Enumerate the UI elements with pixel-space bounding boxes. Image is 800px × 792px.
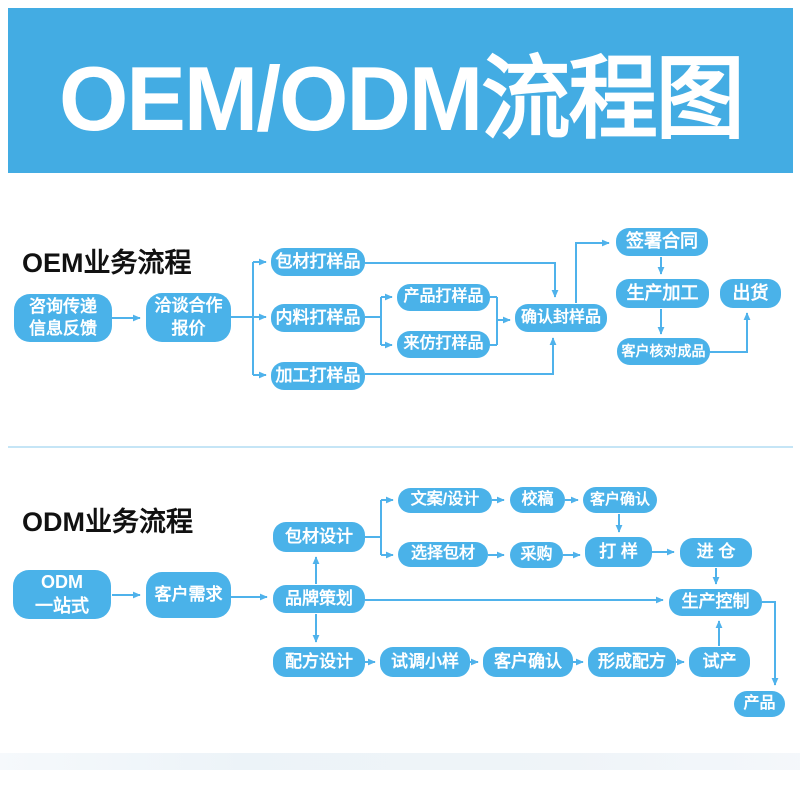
node-warehousing: 进 仓: [680, 538, 752, 567]
node-odm-one-stop: ODM 一站式: [13, 570, 111, 619]
node-customer-needs: 客户需求: [146, 572, 231, 618]
node-processing-sample: 加工打样品: [271, 362, 365, 390]
node-sampling: 打 样: [585, 537, 652, 567]
node-product: 产品: [734, 691, 785, 717]
node-negotiate-quote: 洽谈合作 报价: [146, 293, 231, 342]
node-trial-production: 试产: [689, 647, 750, 677]
node-sign-contract: 签署合同: [616, 228, 708, 256]
node-customer-confirm-bottom: 客户确认: [483, 647, 573, 677]
node-proofreading: 校稿: [510, 487, 565, 513]
footer-watermark-band: [0, 753, 800, 770]
node-consult-feedback: 咨询传递 信息反馈: [14, 294, 112, 342]
odm-section-title: ODM业务流程: [22, 507, 193, 537]
node-product-sample: 产品打样品: [397, 284, 490, 311]
node-customer-confirm-top: 客户确认: [583, 487, 657, 513]
section-divider: [8, 446, 793, 448]
node-packaging-sample: 包材打样品: [271, 248, 365, 276]
node-select-packaging: 选择包材: [398, 542, 488, 567]
node-production-processing: 生产加工: [616, 279, 709, 308]
node-shipment: 出货: [720, 279, 781, 308]
node-copy-design: 文案/设计: [398, 488, 492, 513]
node-purchasing: 采购: [510, 542, 563, 568]
page-title: OEM/ODM流程图: [58, 48, 745, 150]
node-confirm-sealed-sample: 确认封样品: [515, 304, 607, 332]
node-brand-planning: 品牌策划: [273, 585, 365, 613]
node-customer-check-goods: 客户核对成品: [617, 338, 710, 365]
node-form-formula: 形成配方: [588, 647, 676, 677]
node-trial-small-sample: 试调小样: [380, 647, 470, 677]
node-production-control: 生产控制: [669, 589, 762, 616]
node-imitation-sample: 来仿打样品: [397, 331, 490, 358]
node-formula-design: 配方设计: [273, 647, 365, 677]
oem-section-title: OEM业务流程: [22, 248, 192, 278]
node-material-sample: 内料打样品: [271, 304, 365, 332]
node-packaging-design: 包材设计: [273, 522, 365, 552]
banner: OEM/ODM流程图: [8, 8, 793, 173]
